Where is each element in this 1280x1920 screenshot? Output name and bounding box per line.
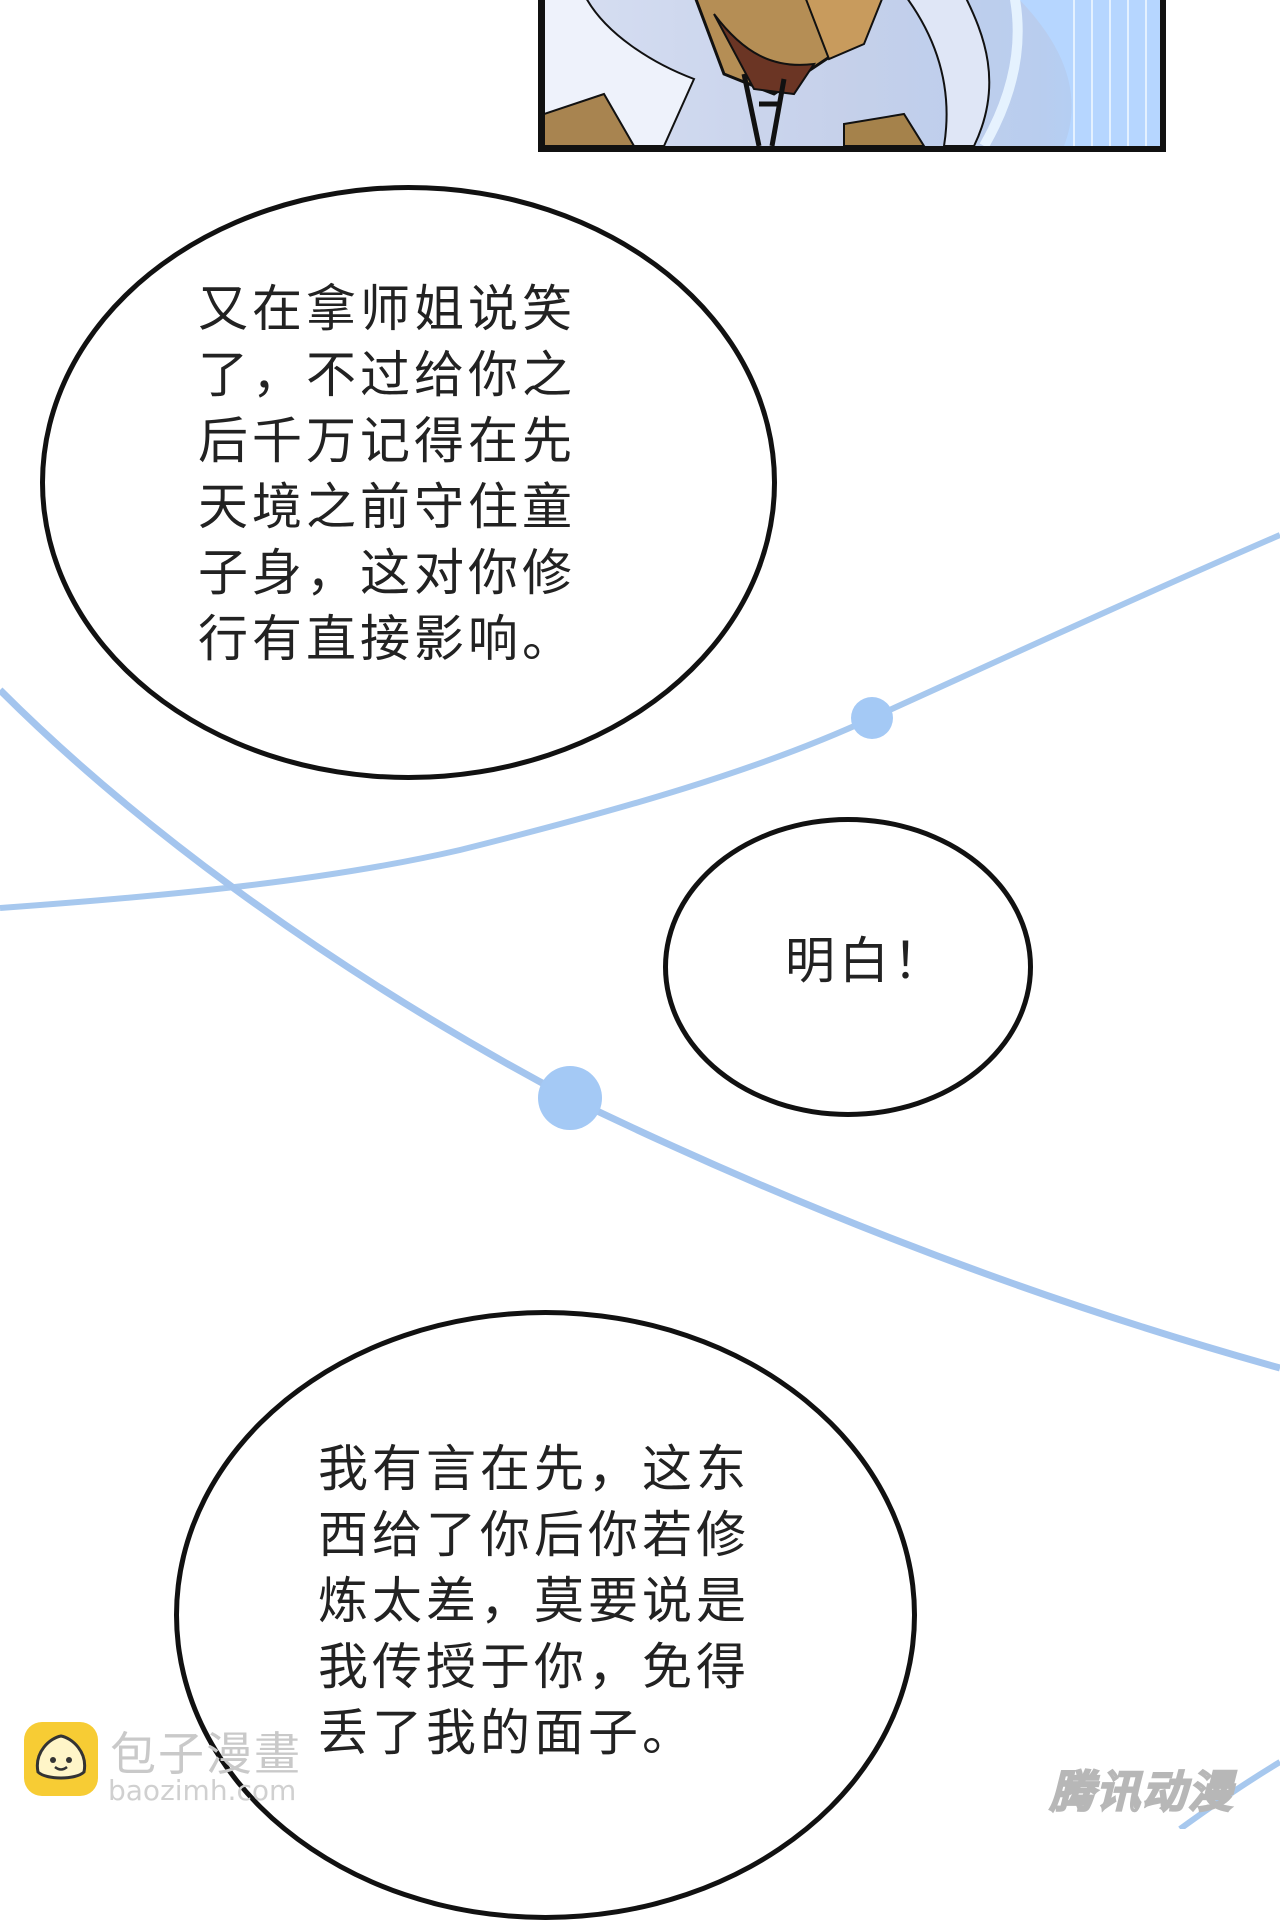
speech-line: 天境之前守住童 xyxy=(198,478,576,536)
bun-logo-icon xyxy=(24,1722,98,1796)
site-watermark: 包子漫畫 baozimh.com xyxy=(24,1718,324,1808)
bun-face-icon xyxy=(35,1734,87,1780)
speech-text: 又在拿师姐说笑 了，不过给你之 后千万记得在先 天境之前守住童 子身，这对你修 … xyxy=(198,276,576,672)
speech-line: 明白！ xyxy=(785,932,947,990)
speech-line: 西给了你后你若修 xyxy=(318,1506,750,1564)
speech-line: 丢了我的面子。 xyxy=(318,1704,696,1762)
speech-line: 炼太差，莫要说是 xyxy=(318,1572,750,1630)
energy-dot xyxy=(538,1066,602,1130)
character-illustration xyxy=(544,0,1160,146)
speech-bubble xyxy=(40,185,777,780)
speech-bubble xyxy=(174,1310,917,1920)
speech-line: 又在拿师姐说笑 xyxy=(198,280,576,338)
speech-line: 后千万记得在先 xyxy=(198,412,576,470)
comic-panel-top xyxy=(538,0,1166,152)
speech-line: 子身，这对你修 xyxy=(198,544,576,602)
watermark-url: baozimh.com xyxy=(108,1774,297,1807)
speech-line: 我传授于你，免得 xyxy=(318,1638,750,1696)
speech-text: 明白！ xyxy=(785,928,947,994)
speech-text: 我有言在先，这东 西给了你后你若修 炼太差，莫要说是 我传授于你，免得 丢了我的… xyxy=(318,1436,750,1766)
publisher-logo: 腾讯动漫 xyxy=(1049,1766,1234,1819)
speech-line: 我有言在先，这东 xyxy=(318,1440,750,1498)
speech-bubble xyxy=(663,817,1033,1117)
energy-lines xyxy=(0,532,1280,1829)
energy-dot xyxy=(851,697,893,739)
watermark-title: 包子漫畫 xyxy=(110,1727,302,1781)
energy-line-corner xyxy=(1178,1759,1280,1829)
speech-line: 了，不过给你之 xyxy=(198,346,576,404)
energy-line-upper xyxy=(0,532,1280,911)
speech-line: 行有直接影响。 xyxy=(198,610,576,668)
energy-line-lower xyxy=(0,687,1280,1372)
